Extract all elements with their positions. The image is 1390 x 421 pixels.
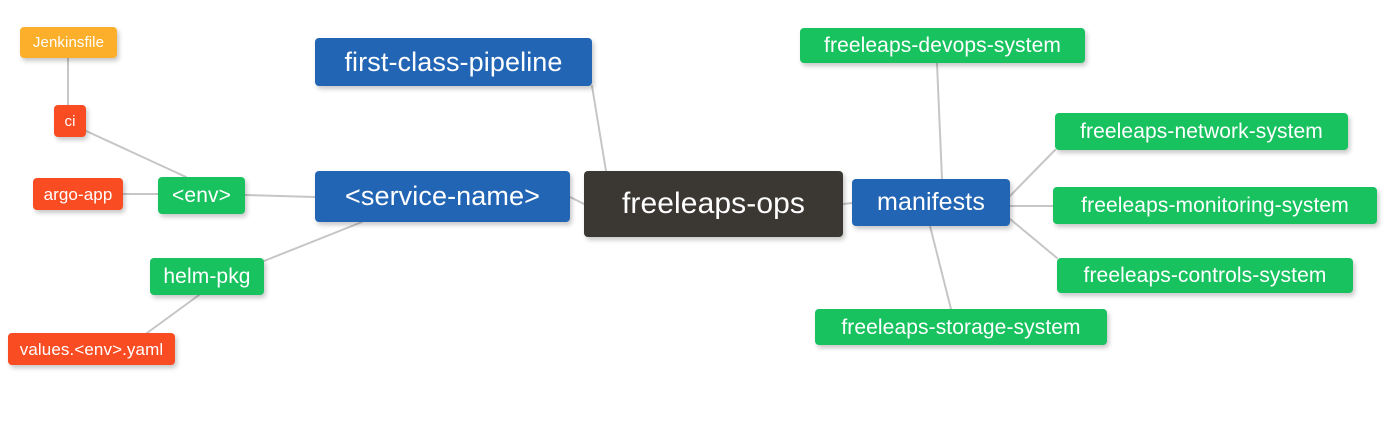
node-label: freeleaps-storage-system [841, 315, 1081, 339]
mindmap-node-values[interactable]: values.<env>.yaml [8, 333, 175, 365]
node-label: freeleaps-devops-system [824, 34, 1061, 57]
mindmap-node-manifests[interactable]: manifests [852, 179, 1010, 226]
node-label: Jenkinsfile [32, 34, 105, 51]
node-label: manifests [877, 188, 985, 216]
node-label: argo-app [43, 184, 113, 204]
mindmap-node-controls[interactable]: freeleaps-controls-system [1057, 258, 1353, 293]
edge-root-to-pipeline [591, 85, 607, 172]
node-label: first-class-pipeline [344, 46, 563, 77]
mindmap-node-jenkinsfile[interactable]: Jenkinsfile [20, 27, 117, 58]
mindmap-node-devops[interactable]: freeleaps-devops-system [800, 28, 1085, 63]
edge-service-to-env [244, 194, 316, 198]
mindmap-node-argo[interactable]: argo-app [33, 178, 123, 210]
mindmap-node-monitoring[interactable]: freeleaps-monitoring-system [1053, 187, 1377, 224]
mindmap-node-network[interactable]: freeleaps-network-system [1055, 113, 1348, 150]
mindmap-node-storage[interactable]: freeleaps-storage-system [815, 309, 1107, 345]
mindmap-node-service[interactable]: <service-name> [315, 171, 570, 222]
node-label: ci [64, 112, 76, 130]
mindmap-node-ci[interactable]: ci [54, 105, 86, 137]
node-label: <service-name> [345, 181, 540, 211]
mindmap-node-env[interactable]: <env> [158, 177, 245, 214]
mindmap-node-root[interactable]: freeleaps-ops [584, 171, 843, 237]
edge-env-to-ci [83, 129, 187, 178]
node-label: freeleaps-controls-system [1083, 264, 1327, 287]
node-label: <env> [172, 184, 231, 207]
edge-root-to-service [569, 196, 585, 205]
edge-manifests-to-devops [936, 62, 943, 180]
edge-manifests-to-network [1009, 149, 1056, 197]
edge-helm-to-values [146, 294, 200, 334]
edge-manifests-to-storage [929, 225, 952, 310]
edge-manifests-to-controls [1009, 218, 1058, 259]
node-label: values.<env>.yaml [19, 339, 164, 359]
edge-service-to-helm [263, 221, 363, 262]
node-label: helm-pkg [163, 265, 251, 288]
edge-root-to-manifests [842, 202, 853, 205]
mindmap-node-pipeline[interactable]: first-class-pipeline [315, 38, 592, 86]
node-label: freeleaps-network-system [1080, 120, 1323, 143]
node-label: freeleaps-monitoring-system [1081, 194, 1349, 217]
node-label: freeleaps-ops [621, 187, 806, 220]
mindmap-node-helm[interactable]: helm-pkg [150, 258, 264, 295]
